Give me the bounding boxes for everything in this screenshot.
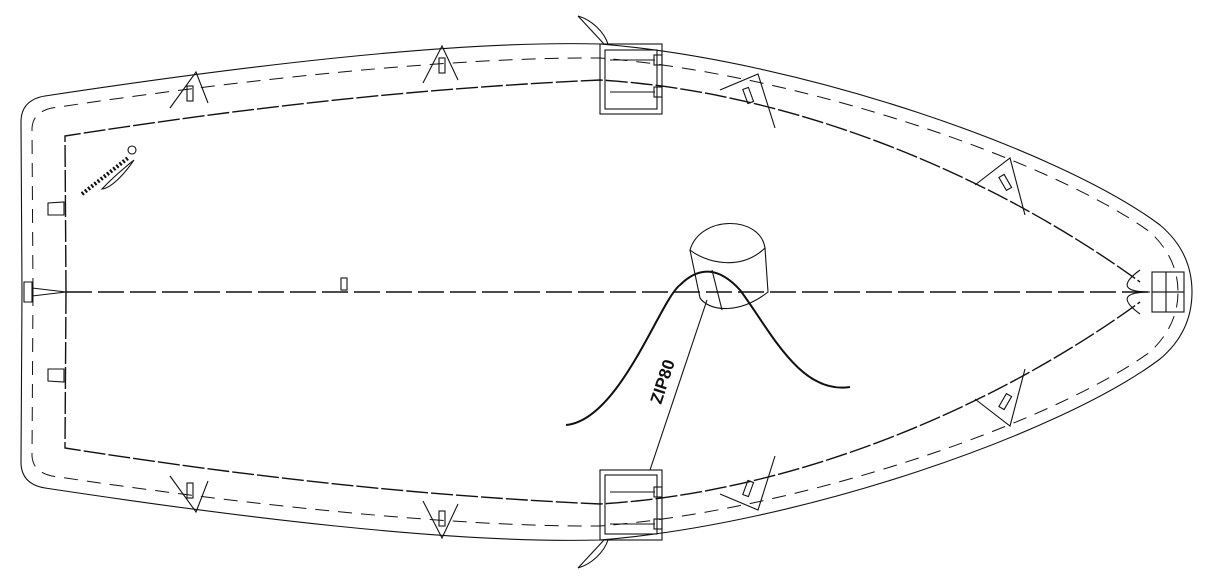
center-tab <box>340 277 348 291</box>
mast-collar <box>689 222 769 311</box>
zip-line <box>649 299 708 471</box>
drawstring-line <box>565 270 851 426</box>
cover-top-half <box>20 15 1193 293</box>
cover-bottom-half <box>20 291 1193 569</box>
zipper-logo-icon <box>80 145 137 196</box>
